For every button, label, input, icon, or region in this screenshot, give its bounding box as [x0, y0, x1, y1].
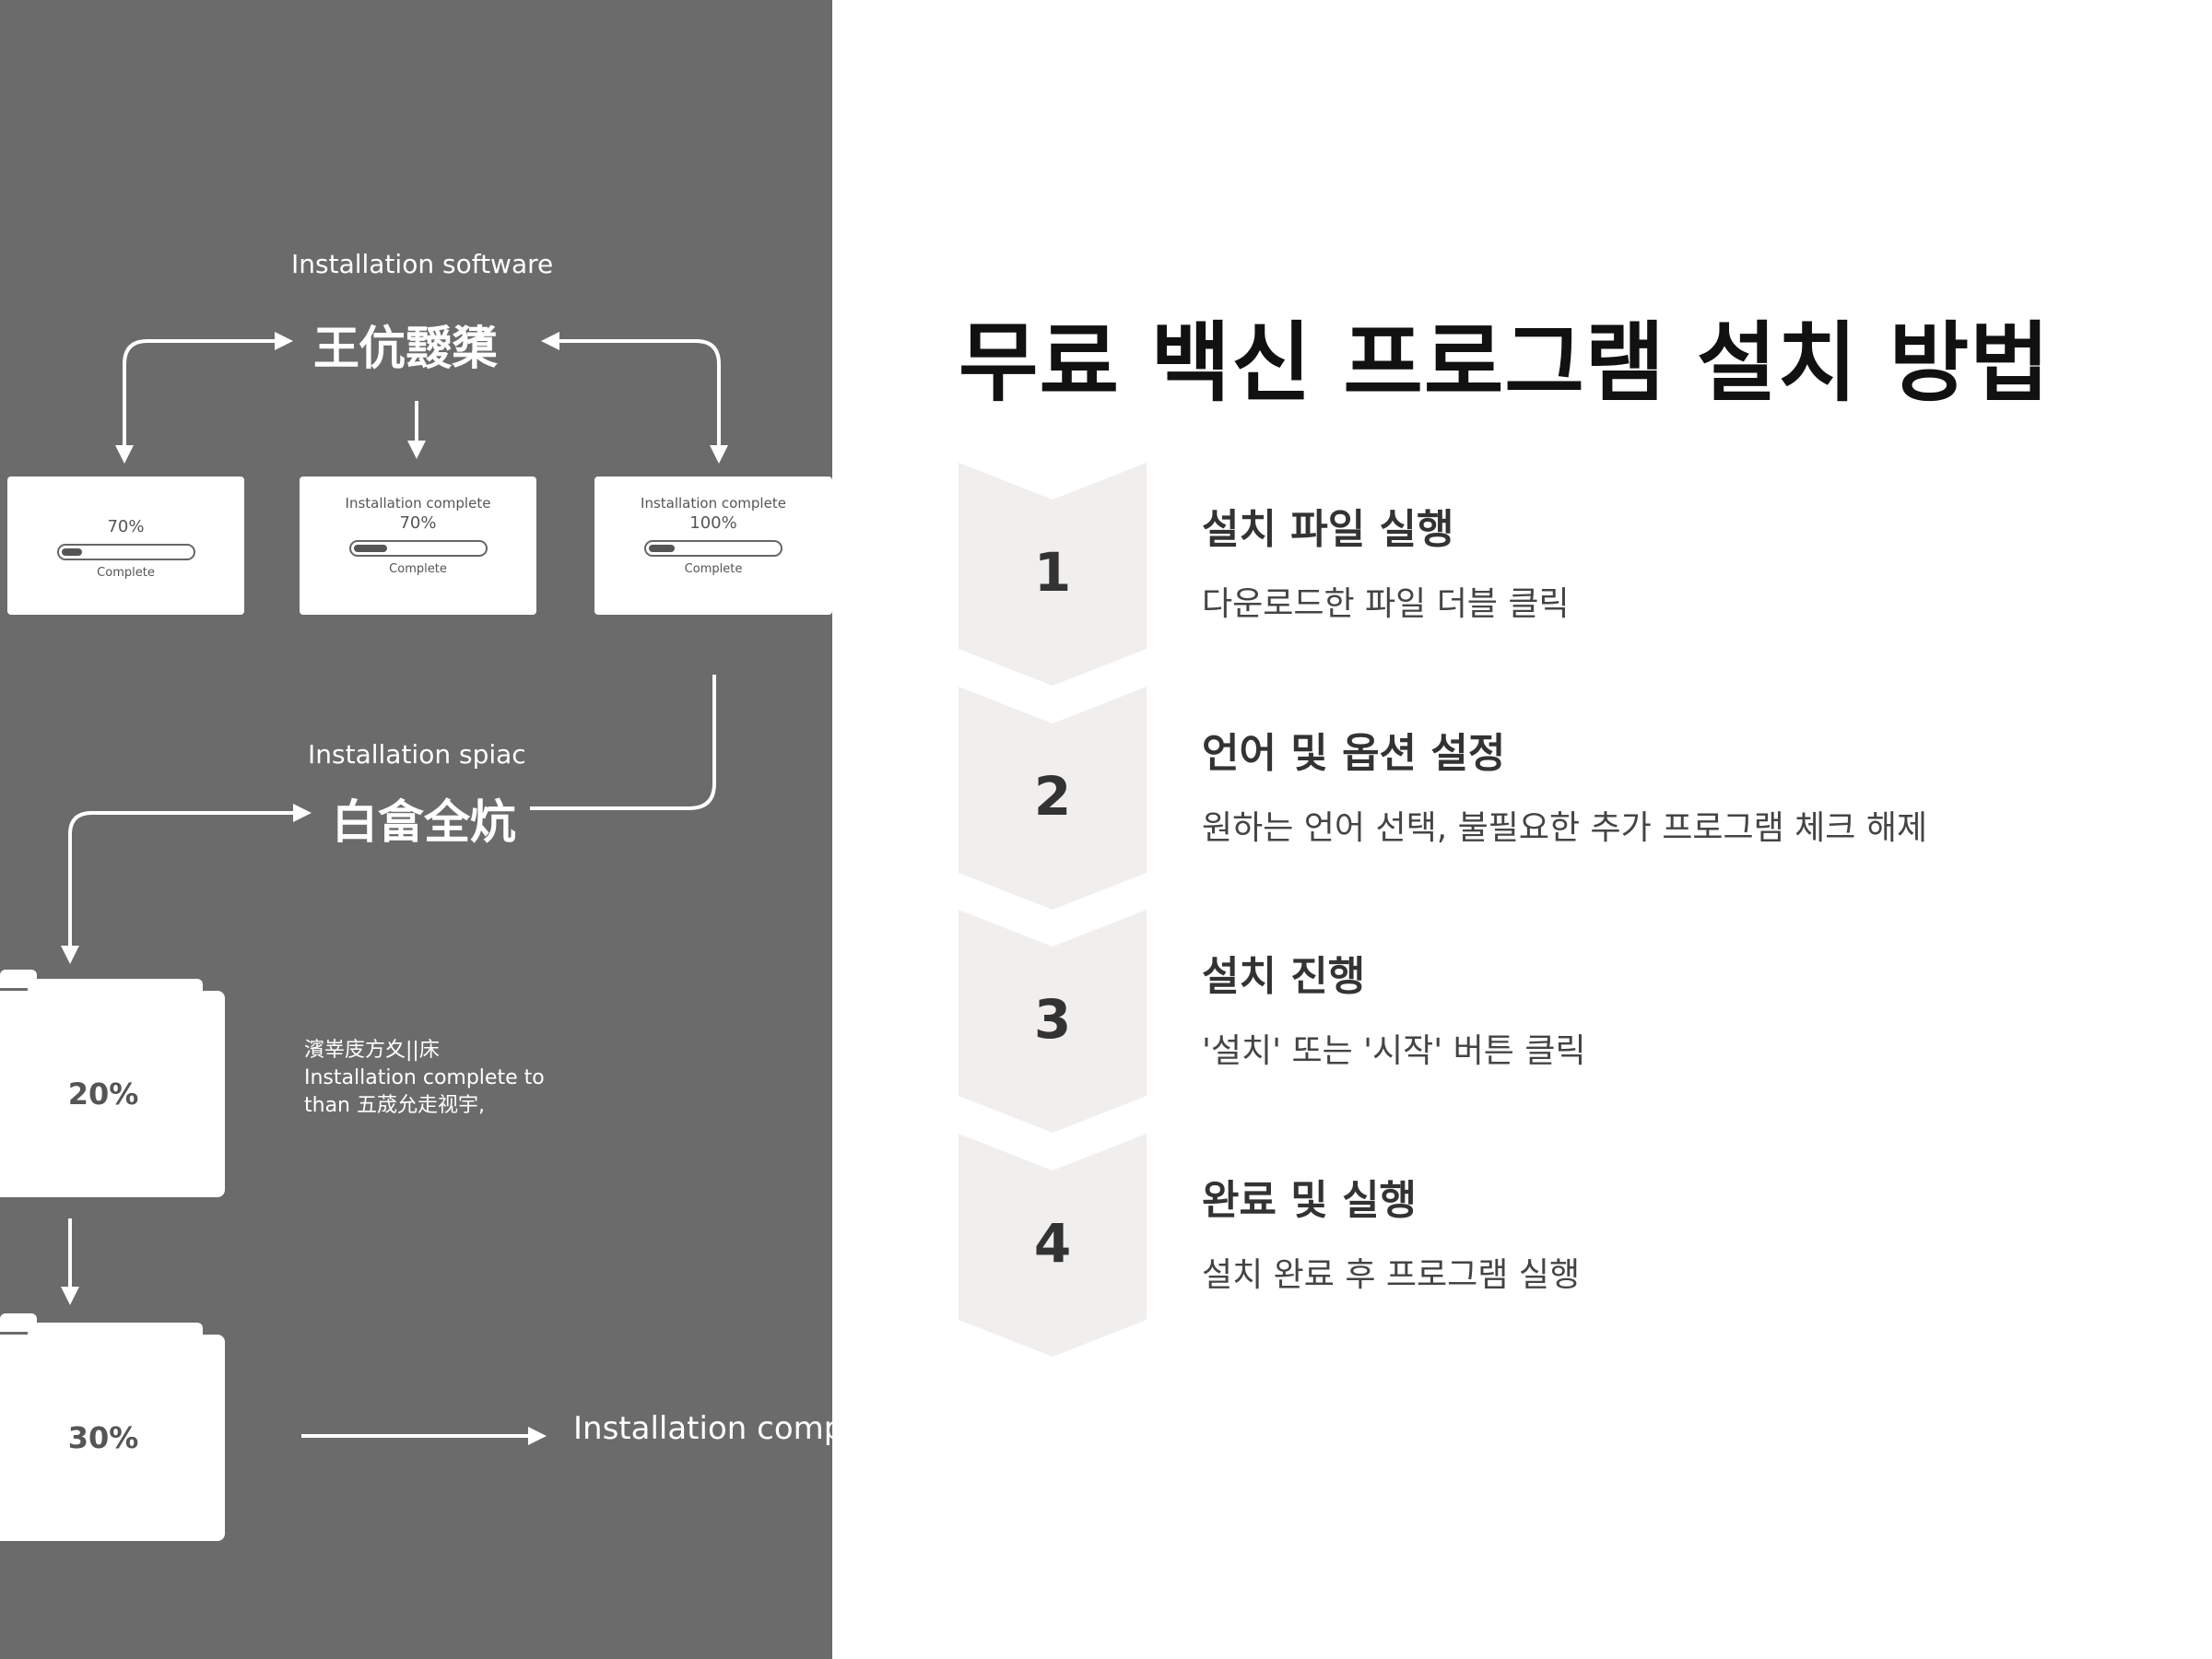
step-number: 3 — [1033, 988, 1072, 1051]
mid-heading: 白畣全炕 — [332, 795, 516, 849]
progress-fill — [353, 545, 387, 552]
card-sub: Complete — [97, 566, 155, 580]
chevron-shape — [959, 463, 1147, 686]
folder-card-2: 30% — [0, 1335, 225, 1541]
note-line: 濱峷庋方夊||床 — [304, 1039, 440, 1062]
step-title: 완료 및 실행 — [1202, 1177, 1418, 1224]
step-description: '설치' 또는 '시작' 버튼 클릭 — [1202, 1032, 1586, 1070]
card-caption: Installation complete — [641, 495, 786, 512]
step-title: 언어 및 옵션 설정 — [1202, 730, 1506, 777]
step-description: 원하는 언어 선택, 불필요한 추가 프로그램 체크 해제 — [1202, 809, 1928, 847]
note-line: than 五荿允走视宇, — [304, 1094, 485, 1117]
folder-percent: 30% — [67, 1420, 139, 1455]
top-caption: Installation software — [291, 249, 554, 279]
step-number: 4 — [1033, 1212, 1072, 1275]
progress-card-2: Installation complete 70% Complete — [300, 477, 536, 615]
step-description: 설치 완료 후 프로그램 실행 — [1202, 1256, 1581, 1294]
step-number: 2 — [1033, 765, 1072, 828]
card-caption: Installation complete — [345, 495, 491, 512]
flow-arrows — [61, 332, 728, 1445]
note-line: Installation complete to — [304, 1066, 545, 1089]
card-percent: 100% — [689, 513, 737, 533]
chevron-shape — [959, 910, 1147, 1133]
folder-tab — [28, 979, 203, 992]
card-sub: Complete — [684, 562, 743, 576]
progress-fill — [61, 548, 82, 556]
step-title: 설치 파일 실행 — [1202, 506, 1454, 553]
progress-card-1: 70% Complete — [7, 477, 244, 615]
card-sub: Complete — [389, 562, 447, 576]
step-title: 설치 진행 — [1202, 953, 1366, 1000]
progress-bar — [644, 540, 782, 557]
folder-percent: 20% — [67, 1077, 139, 1112]
card-percent: 70% — [399, 513, 437, 533]
folder-tab — [28, 1323, 203, 1335]
chevron-shape — [959, 1134, 1147, 1357]
folder-card-1: 20% — [0, 991, 225, 1197]
mid-caption: Installation spiac — [308, 739, 526, 770]
page-title: 무료 백신 프로그램 설치 방법 — [959, 313, 2051, 414]
progress-bar — [348, 540, 488, 557]
step-number: 1 — [1033, 541, 1072, 604]
step-1: 1 설치 파일 실행 다운로드한 파일 더블 클릭 — [959, 463, 2157, 693]
chevron-shape — [959, 687, 1147, 910]
step-4: 4 완료 및 실행 설치 완료 후 프로그램 실행 — [959, 1134, 2157, 1364]
step-3: 3 설치 진행 '설치' 또는 '시작' 버튼 클릭 — [959, 910, 2157, 1140]
progress-bar — [56, 544, 195, 560]
progress-fill — [649, 545, 675, 552]
bottom-label: Installation comp — [573, 1410, 832, 1447]
progress-card-3: Installation complete 100% Complete — [594, 477, 832, 615]
illustration-panel: Installation software 王伉靉橥 70% Complete … — [0, 0, 832, 1659]
card-percent: 70% — [107, 517, 145, 536]
folder-note: 濱峷庋方夊||床 Installation complete to than 五… — [304, 1037, 545, 1120]
step-description: 다운로드한 파일 더블 클릭 — [1202, 585, 1570, 623]
top-heading: 王伉靉橥 — [313, 322, 498, 375]
step-2: 2 언어 및 옵션 설정 원하는 언어 선택, 불필요한 추가 프로그램 체크 … — [959, 687, 2157, 917]
